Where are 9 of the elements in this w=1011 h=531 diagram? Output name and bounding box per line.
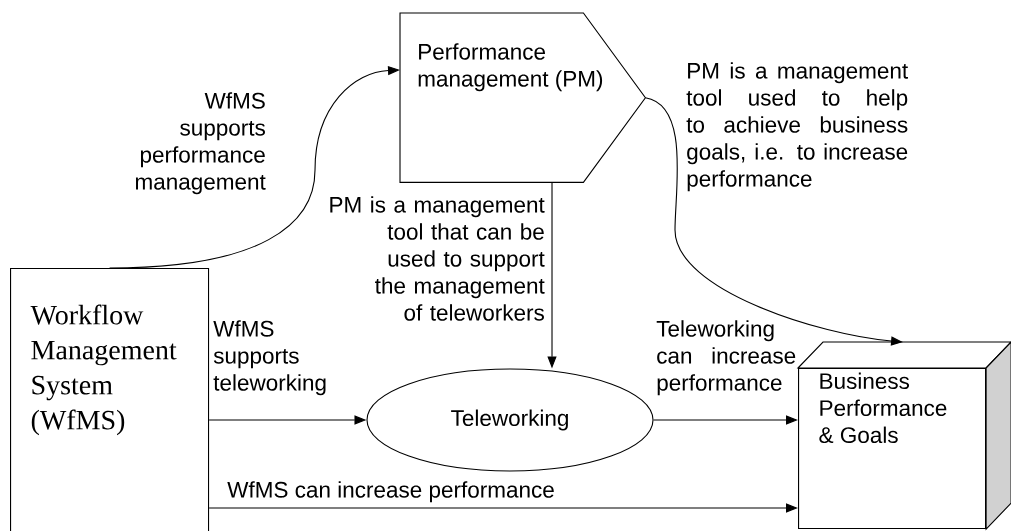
edge-label: WfMS supports performance management (135, 92, 266, 195)
edge-label: PM is a management tool that can be used to support the management of teleworkers (330, 196, 545, 321)
edge-label: WfMS can increase performance (227, 481, 554, 503)
system-box: Workflow Management System (WfMS) (10, 268, 210, 531)
edge-label: PM is a management tool used to help to achieve business goals, i.e. to increase performance (686, 62, 908, 192)
pentagon-box: Performance management (PM) (399, 12, 647, 183)
edge-label: Teleworking can increase performance (656, 320, 796, 396)
edge-label: WfMS supports teleworking (213, 320, 326, 396)
curved-arrow (644, 97, 903, 346)
